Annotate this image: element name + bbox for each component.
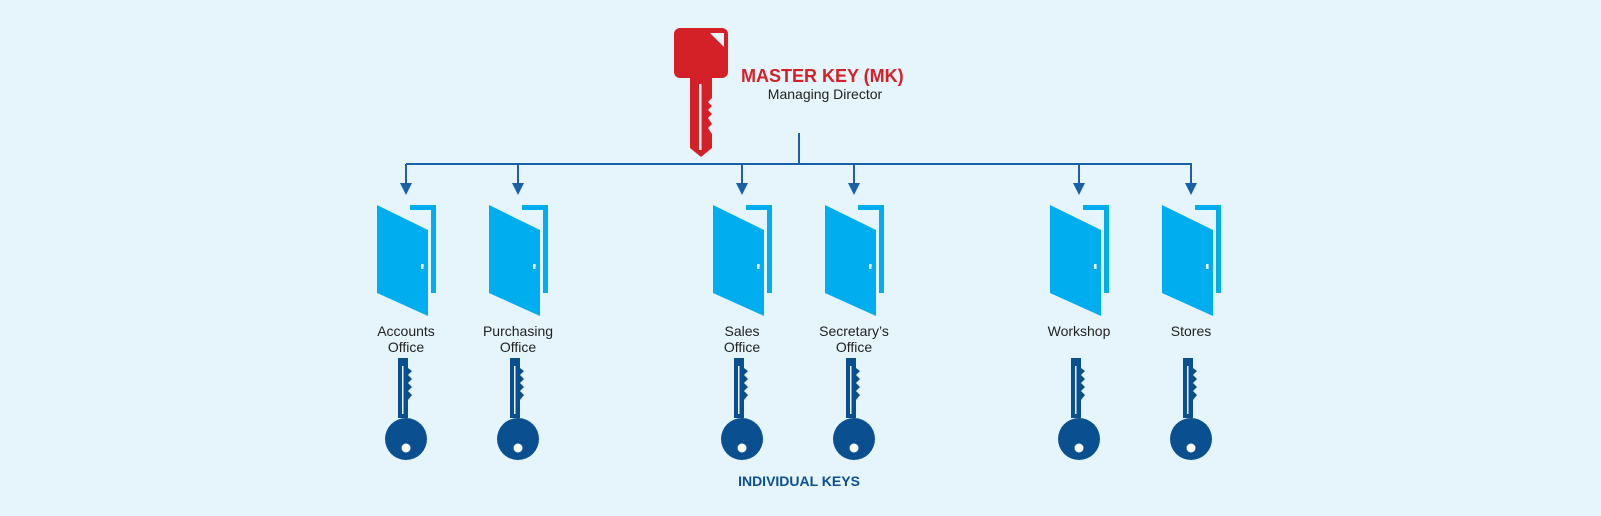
arrow-down-icon — [1185, 183, 1197, 195]
room-label-line: Office — [500, 339, 537, 355]
room-label-line: Purchasing — [483, 323, 553, 339]
master-key-subtitle: Managing Director — [768, 86, 883, 102]
arrow-down-icon — [512, 183, 524, 195]
room-label: Stores — [1171, 323, 1211, 339]
room-stores: Stores — [1162, 164, 1221, 460]
individual-keys-label: INDIVIDUAL KEYS — [738, 473, 860, 489]
individual-key-icon — [833, 358, 875, 460]
room-label: Workshop — [1048, 323, 1111, 339]
connector-lines — [406, 133, 1192, 165]
room-label-line: Office — [724, 339, 761, 355]
individual-key-icon — [721, 358, 763, 460]
room-label-line: Secretary’s — [819, 323, 889, 339]
room-label-line: Sales — [724, 323, 759, 339]
individual-key-icon — [1170, 358, 1212, 460]
door-icon — [1050, 205, 1109, 316]
door-icon — [1162, 205, 1221, 316]
master-key-title: MASTER KEY (MK) — [741, 66, 904, 86]
individual-key-icon — [497, 358, 539, 460]
room-workshop: Workshop — [1048, 164, 1111, 460]
arrow-down-icon — [1073, 183, 1085, 195]
arrow-down-icon — [848, 183, 860, 195]
door-icon — [713, 205, 772, 316]
room-label-line: Accounts — [377, 323, 435, 339]
arrow-down-icon — [400, 183, 412, 195]
door-icon — [489, 205, 548, 316]
arrow-down-icon — [736, 183, 748, 195]
door-icon — [377, 205, 436, 316]
master-key-icon — [674, 28, 728, 157]
room-label-line: Office — [388, 339, 425, 355]
room-label-line: Office — [836, 339, 873, 355]
room-label-line: Workshop — [1048, 323, 1111, 339]
individual-key-icon — [1058, 358, 1100, 460]
door-icon — [825, 205, 884, 316]
individual-key-icon — [385, 358, 427, 460]
room-label-line: Stores — [1171, 323, 1211, 339]
